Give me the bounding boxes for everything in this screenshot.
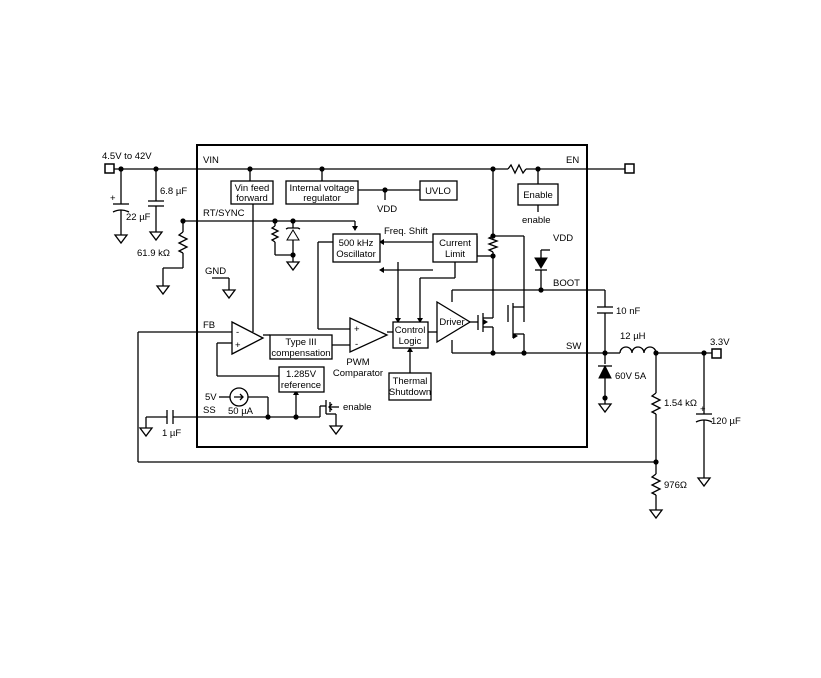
svg-text:Shutdown: Shutdown bbox=[389, 387, 431, 398]
internal-voltage-regulator-block: Internal voltage regulator bbox=[285, 180, 359, 205]
svg-text:Comparator: Comparator bbox=[333, 368, 383, 379]
freq-shift-label: Freq. Shift bbox=[384, 226, 428, 237]
uvlo-block: UVLO bbox=[419, 180, 458, 201]
svg-text:Enable: Enable bbox=[523, 190, 553, 201]
svg-text:regulator: regulator bbox=[303, 193, 341, 204]
oscillator-block: 500 kHz Oscillator bbox=[332, 233, 381, 263]
chip-outline bbox=[196, 144, 588, 448]
vout-label: 3.3V bbox=[710, 337, 730, 348]
svg-text:-: - bbox=[355, 339, 358, 350]
svg-text:Internal voltage: Internal voltage bbox=[290, 183, 355, 194]
c-ss-label: 1 µF bbox=[162, 428, 181, 439]
r-bottom-label: 976Ω bbox=[664, 480, 687, 491]
enable-block: Enable bbox=[517, 183, 559, 206]
current-source-icon bbox=[229, 387, 249, 407]
ss-enable-label: enable bbox=[343, 402, 372, 413]
pin-fb: FB bbox=[203, 320, 215, 331]
svg-text:PWM: PWM bbox=[346, 357, 369, 368]
svg-text:Limit: Limit bbox=[445, 249, 465, 260]
type-iii-compensation-block: Type III compensation bbox=[269, 334, 333, 360]
svg-text:Driver: Driver bbox=[439, 317, 464, 328]
diodes bbox=[285, 227, 612, 379]
vdd-label: VDD bbox=[377, 204, 397, 215]
vdd-boot-label: VDD bbox=[553, 233, 573, 244]
svg-text:Vin feed: Vin feed bbox=[235, 183, 270, 194]
pin-terminals bbox=[104, 163, 722, 359]
svg-text:forward: forward bbox=[236, 193, 268, 204]
thermal-shutdown-block: Thermal Shutdown bbox=[388, 372, 432, 401]
svg-text:-: - bbox=[236, 327, 239, 338]
inductor-label: 12 µH bbox=[620, 331, 646, 342]
wires bbox=[112, 163, 713, 510]
svg-text:compensation: compensation bbox=[271, 348, 330, 359]
svg-text:Current: Current bbox=[439, 238, 471, 249]
current-source-label: 50 µA bbox=[228, 406, 254, 417]
pin-ss: SS bbox=[203, 405, 216, 416]
input-capacitors: + bbox=[110, 169, 164, 242]
svg-text:+: + bbox=[110, 193, 116, 204]
pin-gnd: GND bbox=[205, 266, 226, 277]
svg-text:Type III: Type III bbox=[285, 337, 316, 348]
reference-block: 1.285V reference bbox=[278, 366, 325, 393]
c-out-label: 120 µF bbox=[711, 416, 741, 427]
control-logic-block: Control Logic bbox=[392, 321, 429, 349]
r-top-label: 1.54 kΩ bbox=[664, 398, 697, 409]
current-limit-block: Current Limit bbox=[432, 233, 478, 263]
svg-text:+: + bbox=[354, 324, 360, 335]
svg-text:1.285V: 1.285V bbox=[286, 369, 317, 380]
c-out-plus: + bbox=[700, 404, 706, 415]
enable-label: enable bbox=[522, 215, 551, 226]
svg-text:500 kHz: 500 kHz bbox=[339, 238, 374, 249]
svg-text:Thermal: Thermal bbox=[393, 376, 428, 387]
diode-label: 60V 5A bbox=[615, 371, 647, 382]
arrow-right-icon bbox=[234, 393, 244, 401]
svg-text:UVLO: UVLO bbox=[425, 186, 451, 197]
r-rt-label: 61.9 kΩ bbox=[137, 248, 170, 259]
error-amplifier: - + bbox=[231, 320, 265, 356]
svg-text:+: + bbox=[235, 340, 241, 351]
pin-rt-sync: RT/SYNC bbox=[203, 208, 245, 219]
svg-text:Control: Control bbox=[395, 325, 426, 336]
pin-boot: BOOT bbox=[553, 278, 580, 289]
svg-text:reference: reference bbox=[281, 380, 321, 391]
five-volt-label: 5V bbox=[205, 392, 217, 403]
ground-symbols bbox=[113, 234, 712, 520]
vin-range-label: 4.5V to 42V bbox=[102, 151, 152, 162]
vin-feed-forward-block: Vin feed forward bbox=[230, 180, 274, 205]
pin-vin: VIN bbox=[203, 155, 219, 166]
c-in-bulk-label: 22 µF bbox=[126, 212, 151, 223]
svg-text:Logic: Logic bbox=[399, 336, 422, 347]
svg-text:Oscillator: Oscillator bbox=[336, 249, 376, 260]
c-boot-label: 10 nF bbox=[616, 306, 640, 317]
signal-arrows bbox=[293, 226, 518, 411]
driver-block: Driver bbox=[436, 300, 472, 344]
pwm-comparator: + - PWM Comparator bbox=[333, 316, 389, 379]
pin-sw: SW bbox=[566, 341, 581, 352]
junction-dots bbox=[118, 166, 707, 465]
pin-en: EN bbox=[566, 155, 579, 166]
c-in-ceramic-label: 6.8 µF bbox=[160, 186, 187, 197]
